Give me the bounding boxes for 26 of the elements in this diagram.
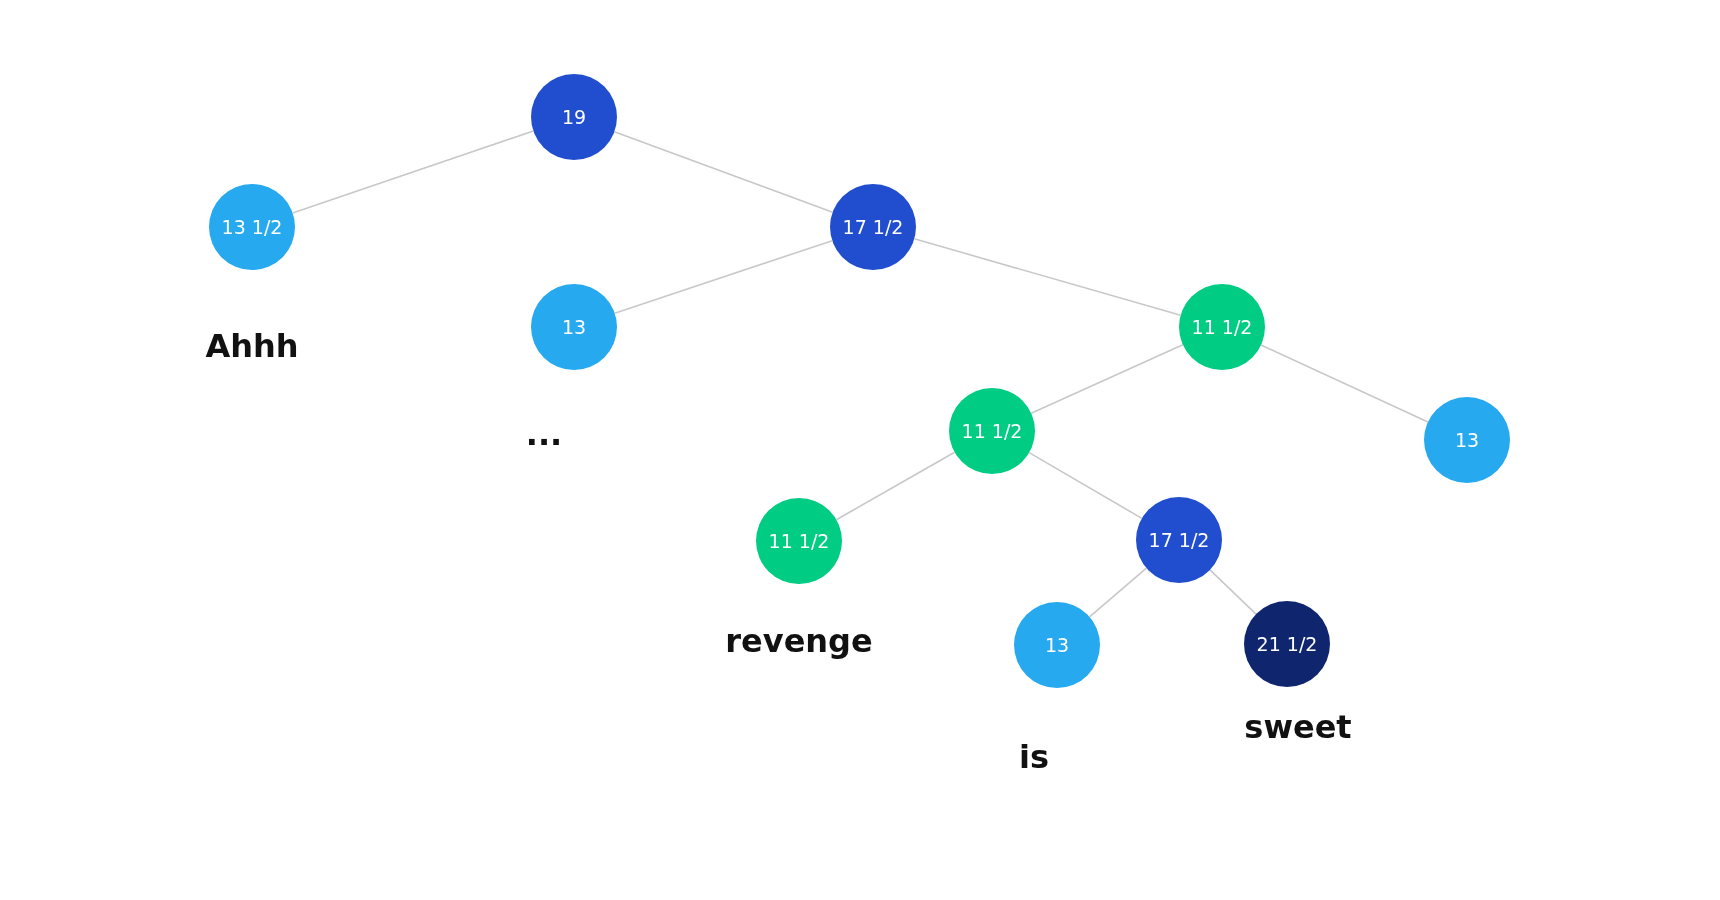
node-value: 17 1/2 xyxy=(1148,529,1210,551)
word-label: ... xyxy=(525,415,563,453)
word-label: revenge xyxy=(725,622,873,660)
connector-line xyxy=(613,131,834,213)
connector-line xyxy=(1030,343,1184,415)
node-value: 17 1/2 xyxy=(842,216,904,238)
node-value: 13 1/2 xyxy=(221,216,283,238)
word-label: sweet xyxy=(1244,708,1352,746)
connector-line xyxy=(1260,344,1429,423)
node-value: 11 1/2 xyxy=(1191,316,1253,338)
connector-line xyxy=(291,130,535,214)
word-label: Ahhh xyxy=(205,327,299,365)
node-value: 13 xyxy=(1044,634,1070,656)
connector-line xyxy=(614,239,833,315)
node-value: 11 1/2 xyxy=(768,530,830,552)
connector-line xyxy=(1088,567,1148,618)
node-value: 13 xyxy=(1454,429,1480,451)
connector-line xyxy=(835,451,956,521)
node-value: 13 xyxy=(561,316,587,338)
word-label: is xyxy=(1019,738,1049,776)
connector-line xyxy=(913,238,1182,316)
node-value: 19 xyxy=(561,106,587,128)
connector-line xyxy=(1028,451,1143,520)
node-value: 11 1/2 xyxy=(961,420,1023,442)
connector-line xyxy=(1209,569,1257,615)
node-value: 21 1/2 xyxy=(1256,633,1318,655)
